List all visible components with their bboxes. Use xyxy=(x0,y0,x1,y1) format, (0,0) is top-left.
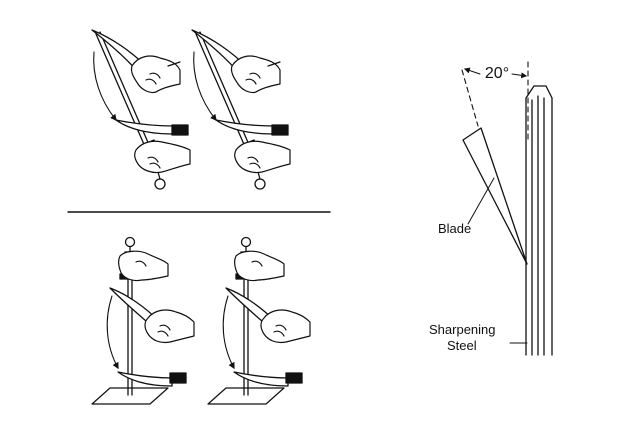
lower-hand xyxy=(134,140,191,174)
motion-arrow xyxy=(93,51,117,122)
steel-label-line1: Sharpening xyxy=(429,322,496,337)
knife-lower-position xyxy=(117,371,187,387)
motion-arrow xyxy=(106,295,119,370)
upper-hand xyxy=(130,55,181,94)
top-panel-template xyxy=(91,29,191,190)
angle-detail xyxy=(461,61,553,356)
angle-label: 20° xyxy=(485,65,509,82)
knife-hand xyxy=(144,309,195,344)
blade-wedge xyxy=(462,127,528,265)
blade-label: Blade xyxy=(438,221,471,236)
steel-profile xyxy=(525,85,553,356)
top-panel-right xyxy=(192,30,290,189)
angle-arrow xyxy=(511,72,528,79)
angle-ref-blade xyxy=(461,69,479,127)
bottom-panel-template xyxy=(91,236,195,405)
knife-lower-position xyxy=(115,119,189,136)
steel-label-line2: Steel xyxy=(447,338,477,353)
bottom-panel-right xyxy=(208,238,310,405)
angle-arrow xyxy=(463,67,481,75)
work-surface xyxy=(91,387,169,405)
blade-leader xyxy=(467,177,495,225)
steel-hand xyxy=(117,250,169,282)
